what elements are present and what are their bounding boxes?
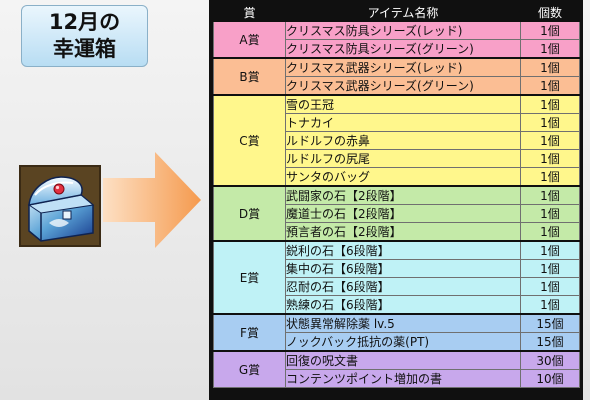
table-row: 忍耐の石【6段階】1個	[214, 277, 580, 296]
table-row: 魔道士の石【2段階】1個	[214, 204, 580, 223]
item-name-cell: サンタのバッグ	[285, 167, 521, 187]
item-name-cell: クリスマス防具シリーズ(レッド)	[285, 21, 521, 40]
grade-cell: F賞	[213, 313, 286, 352]
item-name-cell: 熟練の石【6段階】	[285, 295, 521, 315]
item-qty-cell: 1個	[520, 185, 580, 205]
item-name-cell: クリスマス防具シリーズ(グリーン)	[285, 39, 521, 59]
table-row: D賞武闘家の石【2段階】1個	[213, 185, 580, 242]
item-qty-cell: 10個	[520, 369, 580, 388]
item-name-cell: ルドルフの尻尾	[285, 149, 521, 168]
title-line-1: 12月の	[48, 10, 121, 34]
item-name-cell: ノックバック抵抗の薬(PT)	[285, 332, 521, 352]
item-name-cell: 雪の王冠	[285, 94, 521, 114]
item-name-cell: 忍耐の石【6段階】	[285, 277, 521, 296]
header-grade: 賞	[213, 3, 286, 22]
item-qty-cell: 30個	[520, 350, 580, 370]
table-row: ノックバック抵抗の薬(PT)15個	[214, 332, 580, 352]
header-item: アイテム名称	[285, 3, 521, 22]
item-qty-cell: 1個	[520, 39, 580, 59]
grade-cell: E賞	[213, 240, 286, 315]
right-arrow-icon	[103, 152, 201, 248]
item-qty-cell: 1個	[520, 57, 580, 77]
treasure-chest-icon	[19, 165, 101, 247]
item-name-cell: コンテンツポイント増加の書	[285, 369, 521, 388]
item-qty-cell: 1個	[520, 21, 580, 40]
table-row: E賞鋭利の石【6段階】1個	[213, 240, 580, 315]
table-header-row: 賞 アイテム名称 個数	[213, 3, 580, 22]
header-qty: 個数	[520, 3, 580, 22]
item-qty-cell: 1個	[520, 167, 580, 187]
item-qty-cell: 1個	[520, 131, 580, 150]
item-name-cell: 武闘家の石【2段階】	[285, 185, 521, 205]
item-name-cell: 集中の石【6段階】	[285, 259, 521, 278]
item-name-cell: 魔道士の石【2段階】	[285, 204, 521, 223]
prize-table-panel: 賞 アイテム名称 個数 A賞クリスマス防具シリーズ(レッド)1個クリスマス防具シ…	[209, 0, 583, 400]
item-qty-cell: 15個	[520, 332, 580, 352]
item-name-cell: 鋭利の石【6段階】	[285, 240, 521, 260]
item-qty-cell: 1個	[520, 149, 580, 168]
item-name-cell: ルドルフの赤鼻	[285, 131, 521, 150]
item-qty-cell: 1個	[520, 222, 580, 242]
item-qty-cell: 1個	[520, 259, 580, 278]
item-qty-cell: 1個	[520, 113, 580, 132]
item-qty-cell: 1個	[520, 277, 580, 296]
grade-cell: G賞	[213, 350, 286, 388]
item-name-cell: クリスマス武器シリーズ(グリーン)	[285, 76, 521, 96]
item-name-cell: 状態異常解除薬 lv.5	[285, 313, 521, 333]
item-qty-cell: 1個	[520, 76, 580, 96]
item-qty-cell: 1個	[520, 94, 580, 114]
item-name-cell: 回復の呪文書	[285, 350, 521, 370]
table-row: B賞クリスマス武器シリーズ(レッド)1個	[213, 57, 580, 96]
grade-cell: B賞	[213, 57, 286, 96]
grade-cell: D賞	[213, 185, 286, 242]
table-row: 集中の石【6段階】1個	[214, 259, 580, 278]
grade-cell: A賞	[213, 21, 286, 59]
item-qty-cell: 1個	[520, 204, 580, 223]
item-name-cell: クリスマス武器シリーズ(レッド)	[285, 57, 521, 77]
title-line-2: 幸運箱	[53, 37, 116, 61]
grade-cell: C賞	[213, 94, 286, 187]
title-box: 12月の 幸運箱	[21, 5, 148, 67]
item-name-cell: 預言者の石【2段階】	[285, 222, 521, 242]
table-row: A賞クリスマス防具シリーズ(レッド)1個	[213, 21, 580, 59]
table-row: クリスマス防具シリーズ(グリーン)1個	[214, 39, 580, 59]
prize-table: 賞 アイテム名称 個数 A賞クリスマス防具シリーズ(レッド)1個クリスマス防具シ…	[213, 3, 580, 388]
item-qty-cell: 15個	[520, 313, 580, 333]
table-row: クリスマス武器シリーズ(グリーン)1個	[214, 76, 580, 96]
item-qty-cell: 1個	[520, 240, 580, 260]
item-name-cell: トナカイ	[285, 113, 521, 132]
item-qty-cell: 1個	[520, 295, 580, 315]
